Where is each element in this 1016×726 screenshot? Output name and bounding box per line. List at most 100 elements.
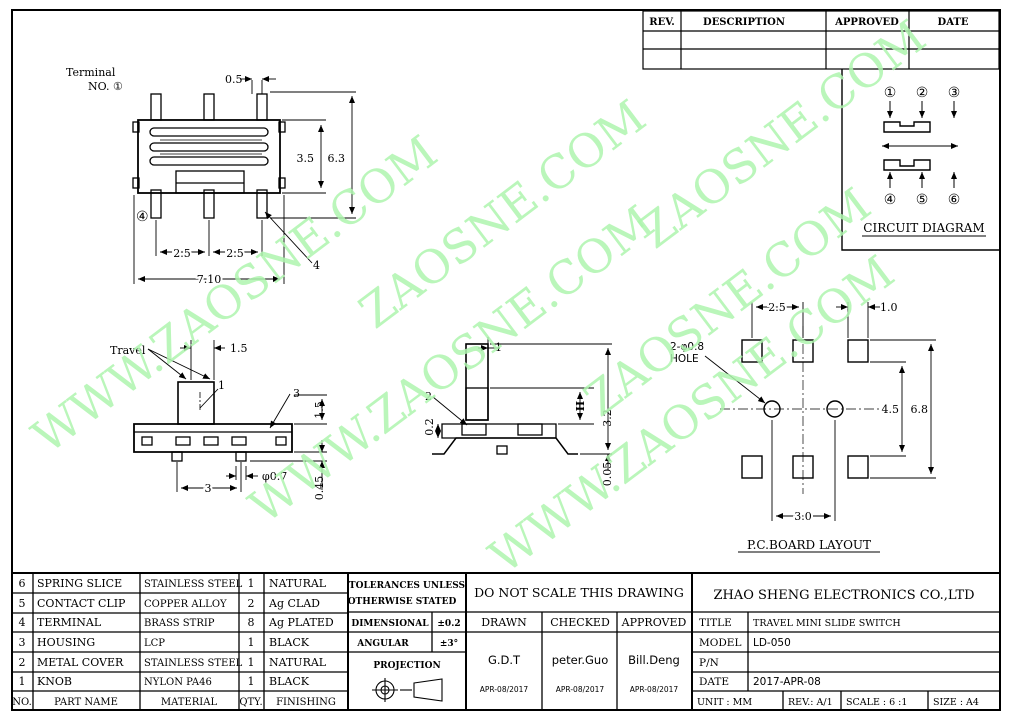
bom-qty: 2 bbox=[248, 597, 255, 610]
dim-2-5-left: 2.5 bbox=[173, 247, 191, 260]
dim-0-05: 0.05 bbox=[601, 462, 614, 487]
unit-label: UNIT : MM bbox=[697, 697, 752, 708]
travel-label: Travel bbox=[110, 344, 146, 357]
bom-row: 2 METAL COVER STAINLESS STEEL 1 NATURAL bbox=[19, 656, 327, 669]
circuit-pin-4: ④ bbox=[884, 192, 897, 208]
pcb-pad-3 bbox=[847, 339, 869, 363]
bom-material: STAINLESS STEEL bbox=[144, 579, 243, 590]
dim-phi-0-7: φ0.7 bbox=[262, 470, 287, 483]
dim-1-5-travel: 1.5 bbox=[230, 342, 248, 355]
rev-header-description: DESCRIPTION bbox=[703, 17, 785, 28]
dim-3: 3 bbox=[205, 482, 212, 495]
bom-qty: 8 bbox=[248, 616, 255, 629]
pn-label: P/N bbox=[699, 657, 719, 669]
bom-header-part: PART NAME bbox=[54, 697, 118, 708]
bom-finish: NATURAL bbox=[269, 656, 327, 669]
bom-no: 1 bbox=[19, 675, 26, 688]
pcb-dim-2-5: 2.5 bbox=[768, 301, 786, 314]
top-view-dimensions bbox=[133, 76, 356, 284]
projection-label: PROJECTION bbox=[373, 661, 440, 671]
pin4-label: ④ bbox=[136, 209, 149, 225]
bom-part: KNOB bbox=[37, 675, 72, 688]
rev-header-date: DATE bbox=[938, 17, 969, 28]
bom-no: 6 bbox=[19, 577, 26, 590]
pcb-dim-4-5: 4.5 bbox=[882, 403, 900, 416]
bom-qty: 1 bbox=[248, 577, 255, 590]
circuit-pin-1: ① bbox=[884, 85, 897, 101]
bom-header-finish: FINISHING bbox=[276, 697, 336, 708]
size-label: SIZE : A4 bbox=[933, 697, 979, 708]
bom-finish: BLACK bbox=[269, 636, 310, 649]
bom-header-material: MATERIAL bbox=[161, 697, 218, 708]
pcb-pad-6 bbox=[847, 455, 869, 479]
tolerance-dim-value: ±0.2 bbox=[437, 619, 460, 629]
circuit-diagram: ① ② ③ ④ ⑤ ⑥ CIRCUIT DIAGRAM bbox=[841, 69, 999, 251]
pcb-dim-6-8: 6.8 bbox=[911, 403, 929, 416]
rev-header-approved: APPROVED bbox=[834, 17, 899, 28]
pcb-hole-left bbox=[763, 400, 781, 418]
pcb-title: P.C.BOARD LAYOUT bbox=[747, 538, 871, 552]
checked-header: CHECKED bbox=[550, 616, 610, 629]
circuit-pin-2: ② bbox=[916, 85, 929, 101]
bom-row: 3 HOUSING LCP 1 BLACK bbox=[19, 636, 310, 649]
bom-qty: 1 bbox=[248, 675, 255, 688]
bom-material: BRASS STRIP bbox=[144, 618, 215, 629]
dim-1-5-height: 1.5 bbox=[313, 401, 326, 419]
bom-no: 2 bbox=[19, 656, 26, 669]
sheet-border bbox=[11, 9, 1001, 711]
end-view bbox=[432, 343, 578, 455]
top-view bbox=[132, 93, 286, 219]
tolerance-ang-value: ±3° bbox=[440, 639, 458, 649]
projection-symbol bbox=[372, 678, 443, 702]
bom-part: CONTACT CLIP bbox=[37, 597, 126, 610]
side-view bbox=[133, 381, 293, 462]
callout-4: 4 bbox=[313, 259, 320, 272]
pcb-dim-3-0: 3.0 bbox=[794, 510, 812, 523]
callout-1: 1 bbox=[218, 379, 225, 392]
bom-header: NO. PART NAME MATERIAL QTY. FINISHING bbox=[12, 697, 336, 708]
callout-3: 3 bbox=[293, 387, 300, 400]
bom-qty: 1 bbox=[248, 656, 255, 669]
pcb-hole-label-2: HOLE bbox=[670, 353, 699, 365]
dim-7-10: 7.10 bbox=[197, 273, 222, 286]
drawn-header: DRAWN bbox=[481, 616, 527, 629]
rev-header-rev: REV. bbox=[649, 17, 674, 28]
bom-material: NYLON PA46 bbox=[144, 677, 212, 688]
scale-label: SCALE : 6 :1 bbox=[846, 697, 907, 708]
bom-row: 5 CONTACT CLIP COPPER ALLOY 2 Ag CLAD bbox=[19, 597, 321, 610]
dim-2-5-right: 2.5 bbox=[226, 247, 244, 260]
model-label: MODEL bbox=[699, 637, 741, 649]
pcb-pad-5 bbox=[792, 455, 814, 479]
terminal-label: Terminal bbox=[66, 66, 116, 79]
revision-table bbox=[642, 10, 1000, 70]
pcb-hole-right bbox=[826, 400, 844, 418]
terminal-no-label: NO. ① bbox=[88, 80, 123, 93]
dim-3-5: 3.5 bbox=[297, 152, 315, 165]
pcb-pad-4 bbox=[741, 455, 763, 479]
dim-0-45: 0.45 bbox=[313, 476, 326, 501]
bom-row: 4 TERMINAL BRASS STRIP 8 Ag PLATED bbox=[19, 616, 334, 629]
pcb-hole-label-1: 2-φ0.8 bbox=[670, 341, 704, 353]
company-name: ZHAO SHENG ELECTRONICS CO.,LTD bbox=[713, 588, 974, 603]
checked-by: peter.Guo bbox=[552, 653, 609, 667]
circuit-title: CIRCUIT DIAGRAM bbox=[863, 221, 984, 235]
bom-qty: 1 bbox=[248, 636, 255, 649]
tolerance-ang-label: ANGULAR bbox=[356, 639, 409, 649]
bom-material: LCP bbox=[144, 638, 165, 649]
bom-row: 1 KNOB NYLON PA46 1 BLACK bbox=[19, 675, 310, 688]
bom-material: COPPER ALLOY bbox=[144, 599, 227, 610]
pcb-dimensions bbox=[704, 302, 936, 553]
bom-part: METAL COVER bbox=[37, 656, 124, 669]
tolerance-line2: OTHERWISE STATED bbox=[348, 597, 457, 607]
approved-date: APR-08/2017 bbox=[630, 685, 679, 694]
pcb-layout bbox=[720, 326, 880, 494]
bom-finish: NATURAL bbox=[269, 577, 327, 590]
date-label: DATE bbox=[699, 676, 729, 688]
bom-no: 4 bbox=[19, 616, 26, 629]
watermark: WWW.ZAOSNE.COM ZAOSNE.COM WWW.ZAOSNE.COM… bbox=[22, 9, 935, 583]
dim-h: H bbox=[574, 401, 587, 411]
end-view-dimensions bbox=[432, 337, 612, 470]
model-value: LD-050 bbox=[753, 637, 791, 649]
bom-no: 3 bbox=[19, 636, 26, 649]
